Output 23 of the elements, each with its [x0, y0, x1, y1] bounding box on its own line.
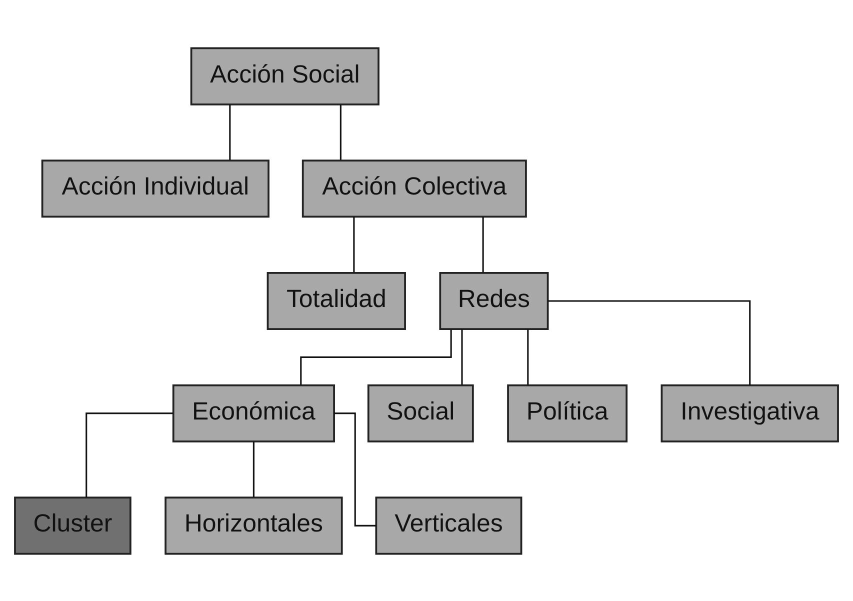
connector — [527, 328, 529, 384]
connector — [482, 216, 484, 272]
node-box: Acción Social — [190, 46, 380, 105]
node-box: Política — [507, 384, 628, 442]
connector — [300, 329, 452, 384]
node-box: Horizontales — [164, 496, 343, 554]
node-box: Acción Colectiva — [302, 159, 527, 218]
connector — [461, 328, 463, 384]
node-box: Investigativa — [660, 384, 839, 442]
node-box: Social — [367, 384, 474, 442]
node-box: Cluster — [14, 496, 132, 554]
connector — [548, 300, 751, 384]
connector — [340, 104, 342, 160]
connector — [229, 104, 231, 160]
node-box: Económica — [172, 384, 335, 442]
node-box: Acción Individual — [41, 159, 270, 218]
node-box: Verticales — [375, 496, 522, 554]
node-box: Totalidad — [266, 271, 406, 330]
node-box: Redes — [439, 271, 549, 330]
connector — [353, 216, 355, 272]
connector — [252, 441, 254, 496]
connector — [334, 412, 376, 526]
connector — [86, 412, 173, 497]
